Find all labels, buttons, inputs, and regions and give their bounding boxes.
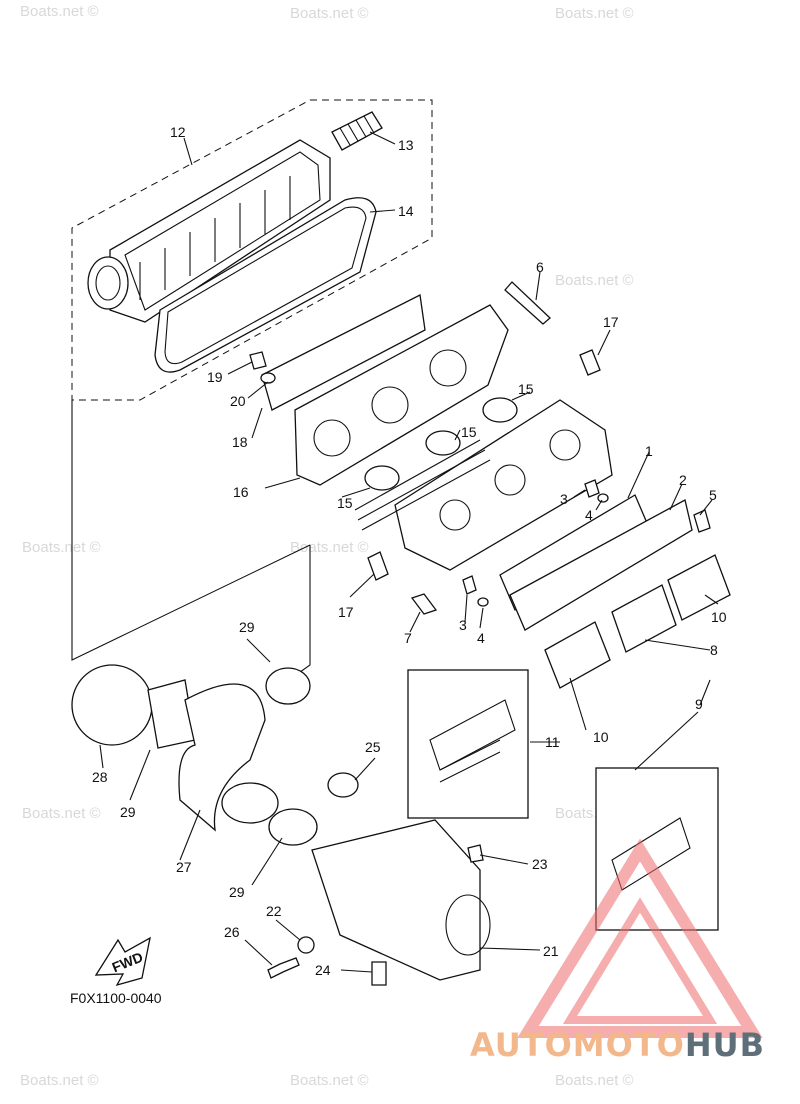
- callout-17: 17: [603, 314, 619, 330]
- screw-3: [462, 575, 477, 595]
- bolt-23: [467, 844, 484, 863]
- fitting-17: [579, 349, 601, 376]
- reed-valve-inset-11: [407, 669, 529, 819]
- seal-15: [364, 465, 400, 491]
- intake-housing-21: [311, 819, 491, 981]
- watermark: Boats.net ©: [22, 805, 101, 822]
- callout-13: 13: [398, 137, 414, 153]
- callout-15: 15: [461, 424, 477, 440]
- hose-clamp-29: [265, 667, 311, 705]
- watermark: Boats.net ©: [290, 1072, 369, 1089]
- hose-end-27: [221, 782, 279, 824]
- watermark: Boats.net ©: [20, 1072, 99, 1089]
- clamp-5: [693, 509, 711, 533]
- callout-12: 12: [170, 124, 186, 140]
- grommet-22: [297, 936, 315, 954]
- watermark: Boats.net ©: [555, 5, 634, 22]
- seal-15: [425, 430, 461, 456]
- callout-8: 8: [710, 642, 718, 658]
- throttle-body: [354, 399, 613, 571]
- callout-2: 2: [679, 472, 687, 488]
- bolt-26: [267, 957, 300, 979]
- gasket-14: [154, 197, 377, 373]
- brand-part2: HUB: [685, 1026, 765, 1064]
- clamp-25: [327, 772, 359, 798]
- callout-5: 5: [709, 487, 717, 503]
- callout-24: 24: [315, 962, 331, 978]
- callout-10: 10: [593, 729, 609, 745]
- reed-valve-10: [611, 584, 677, 653]
- seal-15: [482, 397, 518, 423]
- leader-lines: [99, 131, 719, 973]
- callout-27: 27: [176, 859, 192, 875]
- callout-15: 15: [518, 381, 534, 397]
- callout-1: 1: [645, 443, 653, 459]
- watermark: Boats.net ©: [20, 3, 99, 20]
- brand-wordmark: AUTOMOTOHUB: [470, 1026, 765, 1064]
- callout-20: 20: [230, 393, 246, 409]
- reed-valve-10: [544, 621, 611, 689]
- reed-valve-10: [667, 554, 731, 621]
- guide-line: [295, 545, 311, 676]
- callout-29: 29: [229, 884, 245, 900]
- callout-26: 26: [224, 924, 240, 940]
- bolt-19: [249, 351, 267, 370]
- callout-29: 29: [120, 804, 136, 820]
- washer-4: [477, 597, 489, 607]
- bolt-7: [410, 593, 438, 615]
- washer-4: [597, 493, 609, 503]
- callout-17: 17: [338, 604, 354, 620]
- gasket-14-inner: [164, 206, 367, 365]
- callouts: 12 13 14 6 17 19 20 18 15 15 15 16 1 2 5…: [92, 124, 727, 978]
- watermark: Boats.net ©: [555, 1072, 634, 1089]
- callout-6: 6: [536, 259, 544, 275]
- callout-18: 18: [232, 434, 248, 450]
- watermark: Boats.net ©: [555, 272, 634, 289]
- washer-20: [260, 372, 276, 384]
- callout-15: 15: [337, 495, 353, 511]
- inset-detail: [429, 699, 516, 771]
- element-13: [331, 111, 383, 151]
- hose-27: [178, 683, 266, 832]
- callout-3: 3: [560, 491, 568, 507]
- fitting-17: [367, 551, 389, 581]
- bracket-18: [261, 294, 426, 411]
- reed-valve-inset-9: [595, 767, 719, 931]
- callout-23: 23: [532, 856, 548, 872]
- callout-4: 4: [585, 507, 593, 523]
- inset-detail: [439, 739, 501, 783]
- callout-10: 10: [711, 609, 727, 625]
- fwd-arrow: FWD: [94, 936, 151, 987]
- callout-28: 28: [92, 769, 108, 785]
- airbox-assembly-outline: [71, 99, 433, 401]
- airbox-cover: [87, 139, 331, 323]
- watermark: Boats.net ©: [290, 5, 369, 22]
- callout-29: 29: [239, 619, 255, 635]
- callout-14: 14: [398, 203, 414, 219]
- diagram-code: F0X1100-0040: [70, 990, 162, 1006]
- watermark: Boats.net ©: [22, 539, 101, 556]
- callout-4: 4: [477, 630, 485, 646]
- callout-16: 16: [233, 484, 249, 500]
- callout-19: 19: [207, 369, 223, 385]
- screw-3: [584, 479, 600, 498]
- brand-part1: AUTOMOTO: [470, 1026, 685, 1064]
- manifold-2: [509, 499, 693, 631]
- silencer-16: [294, 304, 509, 486]
- flame-arrester-28: [71, 664, 153, 746]
- callout-7: 7: [404, 630, 412, 646]
- watermark: Boats.net ©: [290, 539, 369, 556]
- callout-22: 22: [266, 903, 282, 919]
- brand-logo: [517, 838, 763, 1038]
- callout-11: 11: [545, 734, 560, 750]
- drain-24: [371, 961, 387, 986]
- callout-25: 25: [365, 739, 381, 755]
- hose-clamp-29: [268, 808, 318, 846]
- callout-21: 21: [543, 943, 559, 959]
- bolt-6: [504, 281, 551, 325]
- guide-line: [71, 400, 311, 661]
- callout-9: 9: [695, 696, 703, 712]
- callout-3: 3: [459, 617, 467, 633]
